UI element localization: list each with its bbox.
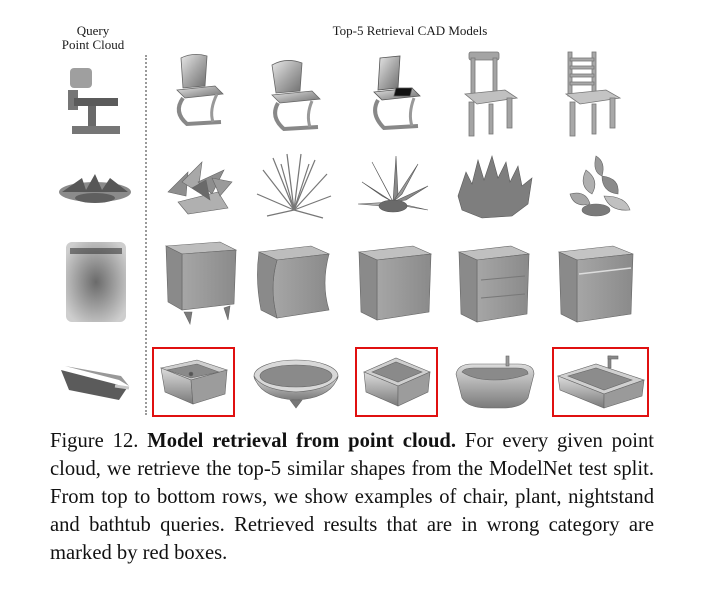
query-label-line2: Point Cloud [61, 37, 125, 52]
result-nightstand-4 [455, 240, 535, 332]
query-bathtub-pointcloud [55, 352, 137, 410]
result-sink-2 [360, 352, 434, 412]
result-plant [158, 152, 240, 222]
query-label-line1: Query [76, 23, 110, 38]
result-bush [452, 152, 536, 222]
topk-column-header: Top-5 Retrieval CAD Models [332, 23, 488, 38]
caption-label: Figure 12. [50, 430, 139, 452]
result-sink [157, 352, 231, 412]
result-bathtub-2 [452, 352, 538, 414]
result-nightstand [160, 238, 240, 330]
result-cantilever-chair-3 [360, 52, 430, 140]
result-spindle-chair [558, 48, 628, 140]
result-bathtub [250, 352, 342, 412]
query-column-header: Query Point Cloud [50, 24, 136, 52]
result-plant-2 [352, 152, 434, 222]
result-nightstand-2 [255, 240, 335, 332]
query-plant-pointcloud [52, 168, 138, 210]
wrong-category-box [355, 347, 438, 417]
result-sink-3 [556, 352, 646, 412]
result-nightstand-3 [355, 240, 435, 332]
result-plant-3 [556, 150, 638, 224]
figure-caption: Figure 12. Model retrieval from point cl… [50, 427, 654, 567]
figure: Query Point Cloud Top-5 Retrieval CAD Mo… [50, 23, 649, 417]
query-chair-pointcloud [60, 60, 130, 140]
caption-title: Model retrieval from point cloud. [147, 430, 457, 452]
column-divider [145, 55, 147, 415]
result-nightstand-5 [555, 240, 637, 332]
query-nightstand-pointcloud [60, 238, 132, 326]
result-wooden-chair [455, 48, 525, 140]
wrong-category-box [552, 347, 649, 417]
result-grass [253, 150, 335, 222]
wrong-category-box [152, 347, 235, 417]
result-cantilever-chair [163, 50, 233, 140]
result-cantilever-chair-2 [262, 55, 332, 140]
caption-body: For every given point cloud, we retrieve… [50, 430, 654, 564]
